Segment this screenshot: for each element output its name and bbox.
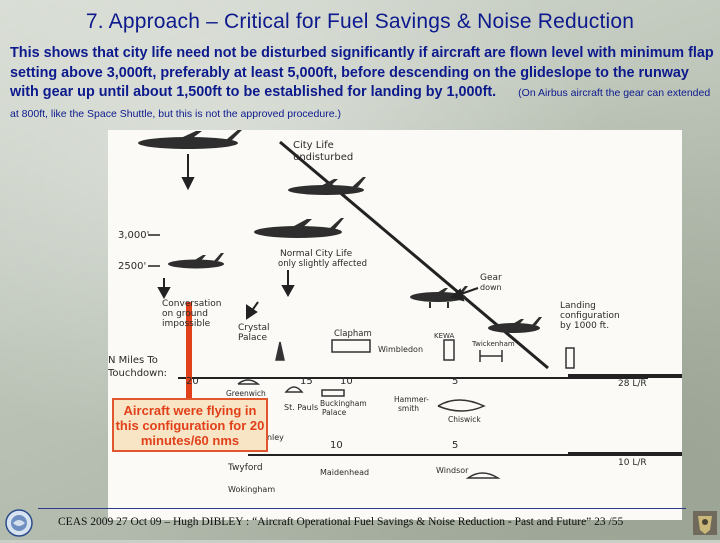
slide-body: This shows that city life need not be di… xyxy=(10,44,715,124)
runway-10-label: 10 L/R xyxy=(618,458,647,468)
arrow-down-icon xyxy=(281,285,295,298)
aircraft-1-icon xyxy=(138,130,242,149)
aircraft-6-icon xyxy=(488,317,542,333)
distance-20: 20 xyxy=(186,376,199,387)
arrows xyxy=(157,154,479,320)
crystal-palace-tower-icon xyxy=(275,341,285,361)
kewa-label: KEWA xyxy=(434,332,455,340)
on-ground-label: on ground xyxy=(162,309,208,319)
diagram-labels: City Life undisturbed 3,000' 2500' Norma… xyxy=(108,140,647,494)
aircraft-3-icon xyxy=(254,218,344,238)
clapham-building-icon xyxy=(331,339,371,353)
ceas-logo-icon xyxy=(4,508,34,538)
airbus-note: (On Airbus aircraft the gear can extende… xyxy=(10,87,711,120)
lower-distance-10: 10 xyxy=(330,440,343,451)
by-1000-label: by 1000 ft. xyxy=(560,321,609,331)
twyford-label: Twyford xyxy=(227,463,263,473)
clapham-label: Clapham xyxy=(334,329,372,339)
chiswick-icon xyxy=(437,399,486,412)
lower-distance-5: 5 xyxy=(452,440,458,451)
arrow-down-icon xyxy=(157,287,171,300)
buckingham-icon xyxy=(321,389,345,397)
undisturbed-label: undisturbed xyxy=(293,152,353,163)
greenwich-label: Greenwich xyxy=(226,389,266,398)
palace-label: Palace xyxy=(238,333,268,343)
chiswick-label: Chiswick xyxy=(448,415,481,424)
hammer-label: Hammer- xyxy=(394,395,429,404)
configuration-label: configuration xyxy=(560,311,620,321)
slightly-affected-label: only slightly affected xyxy=(278,259,367,269)
normal-city-life-label: Normal City Life xyxy=(280,249,353,259)
arrow-left-icon xyxy=(449,288,465,302)
henley-label: Henley xyxy=(256,433,284,442)
distance-10: 10 xyxy=(340,376,353,387)
slide-title: 7. Approach – Critical for Fuel Savings … xyxy=(85,10,635,33)
kew-pagoda-icon xyxy=(443,339,455,361)
gear-label: Gear xyxy=(480,273,502,283)
twickenham-label: Twickenham xyxy=(471,340,515,348)
body-paragraph: This shows that city life need not be di… xyxy=(10,45,714,100)
smith-label: smith xyxy=(398,404,419,413)
callout-box: Aircraft were flying in this configurati… xyxy=(112,398,268,452)
tower-icon xyxy=(565,347,575,369)
touchdown-label: Touchdown: xyxy=(108,368,167,379)
alt-3000-label: 3,000' xyxy=(118,230,149,241)
crest-icon xyxy=(690,508,720,538)
st-pauls-label: St. Pauls xyxy=(284,403,318,412)
approach-diagram-svg xyxy=(138,130,682,479)
windsor-label: Windsor xyxy=(436,466,469,475)
distance-15: 15 xyxy=(300,376,313,387)
approach-diagram: City Life undisturbed 3,000' 2500' Norma… xyxy=(108,130,682,520)
st-pauls-dome-icon xyxy=(284,386,304,393)
crystal-label: Crystal xyxy=(238,323,270,333)
runway-28-label: 28 L/R xyxy=(618,379,647,389)
slide-footer: CEAS 2009 27 Oct 09 – Hugh DIBLEY : “Air… xyxy=(58,516,624,528)
maidenhead-label: Maidenhead xyxy=(320,468,369,477)
down-label: down xyxy=(480,283,502,292)
footer-divider xyxy=(38,508,686,509)
landing-label: Landing xyxy=(560,301,596,311)
impossible-label: impossible xyxy=(162,319,211,329)
windsor-castle-icon xyxy=(465,472,501,479)
alt-2500-label: 2500' xyxy=(118,261,146,272)
city-life-label: City Life xyxy=(293,140,334,151)
wimbledon-label: Wimbledon xyxy=(378,345,423,354)
aircraft-4-icon xyxy=(168,253,224,269)
wokingham-label: Wokingham xyxy=(228,485,275,494)
buckingham-palace-label: Palace xyxy=(322,408,347,417)
aircraft-2-icon xyxy=(288,177,366,195)
buckingham-label: Buckingham xyxy=(320,399,367,408)
arrow-down-icon xyxy=(246,304,258,320)
arrow-down-icon xyxy=(181,177,195,191)
conversation-label: Conversation xyxy=(162,299,222,309)
n-miles-label: N Miles To xyxy=(108,355,158,366)
greenwich-icon xyxy=(237,379,261,385)
landmark-sketches xyxy=(237,339,575,479)
distance-5: 5 xyxy=(452,376,458,387)
